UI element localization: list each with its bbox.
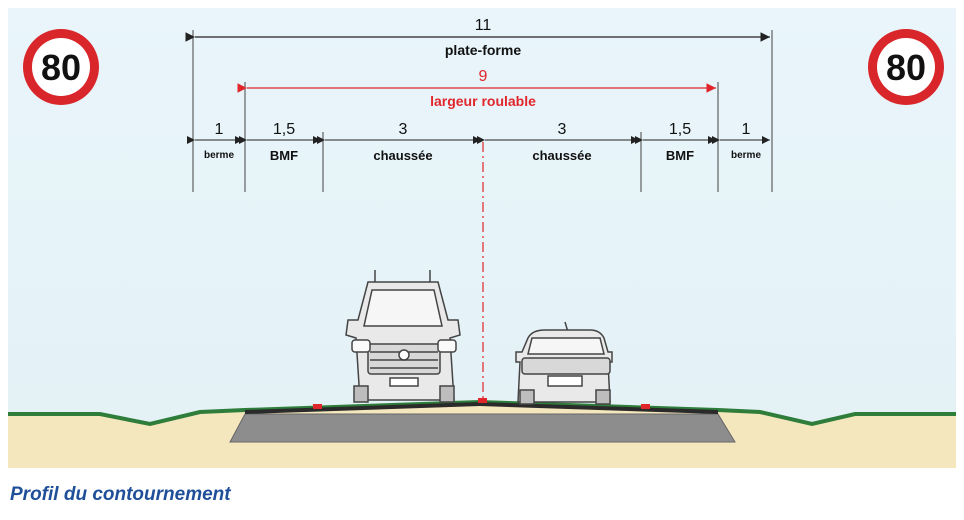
segment-value: 3 bbox=[399, 121, 408, 138]
segment-value: 1 bbox=[215, 121, 224, 138]
road-marker bbox=[478, 398, 487, 403]
road-marker bbox=[313, 404, 322, 409]
rollable-label: largeur roulable bbox=[430, 93, 536, 109]
segment-value: 1 bbox=[742, 121, 751, 138]
road-surface bbox=[245, 402, 718, 414]
platform-label: plate-forme bbox=[445, 42, 521, 58]
figure-caption: Profil du contournement bbox=[10, 484, 231, 505]
segment-label: chaussée bbox=[532, 148, 591, 163]
segment-value: 1,5 bbox=[273, 121, 295, 138]
segment-value: 3 bbox=[558, 121, 567, 138]
segment-label: berme bbox=[204, 150, 234, 161]
speed-limit-left-value: 80 bbox=[41, 47, 81, 88]
segment-value: 1,5 bbox=[669, 121, 691, 138]
rollable-value: 9 bbox=[479, 68, 488, 85]
segment-label: BMF bbox=[666, 148, 694, 163]
segment-label: chaussée bbox=[373, 148, 432, 163]
platform-dimension: 11 plate-forme bbox=[185, 17, 770, 58]
road-embankment bbox=[229, 413, 736, 443]
speed-limit-sign-left: 80 bbox=[23, 29, 99, 105]
speed-limit-right-value: 80 bbox=[886, 47, 926, 88]
speed-limit-sign-right: 80 bbox=[868, 29, 944, 105]
platform-value: 11 bbox=[475, 17, 492, 34]
road-marker bbox=[641, 404, 650, 409]
rollable-width-dimension: 9 largeur roulable bbox=[237, 68, 716, 109]
segment-dimensions: 1 berme 1,5 BMF 3 chaussée 3 chaussée 1,… bbox=[187, 121, 770, 163]
segment-label: BMF bbox=[270, 148, 298, 163]
segment-label: berme bbox=[731, 150, 761, 161]
car-illustration bbox=[515, 321, 613, 405]
van-illustration bbox=[345, 270, 461, 403]
